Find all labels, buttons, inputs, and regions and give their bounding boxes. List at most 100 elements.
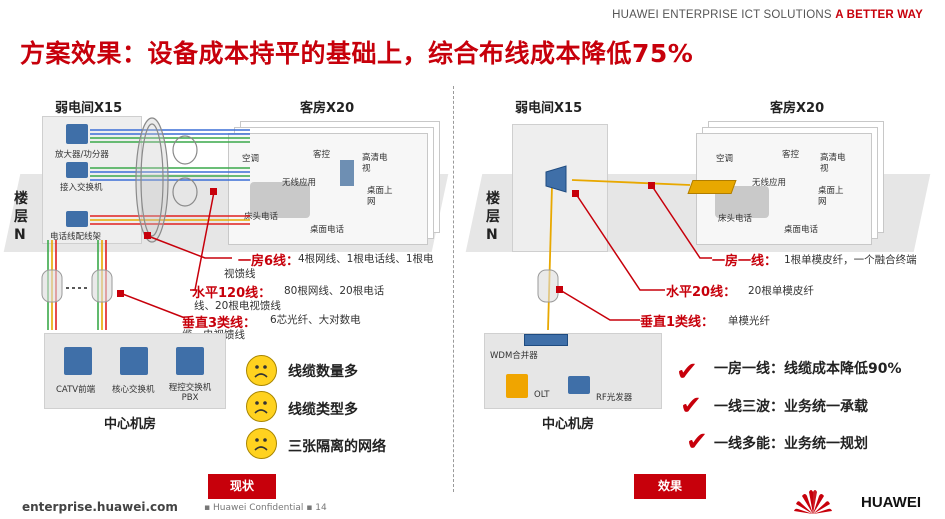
right-callout-vertical-title: 垂直1类线： [640, 315, 715, 330]
right-callout-room-text: 1根单模皮纤，一个融合终端 [784, 254, 917, 266]
right-floor-label: 楼 层 N [486, 190, 502, 244]
left-room-item-wireless: 无线应用 [282, 178, 317, 188]
olt-label: OLT [534, 390, 550, 400]
page-title: 方案效果：设备成本持平的基础上，综合布线成本降低75% [20, 39, 694, 68]
left-floor-label: 楼 层 N [14, 190, 30, 244]
leader-horizontal [190, 191, 215, 291]
leader-vertical [119, 292, 186, 319]
conduit-right [537, 269, 559, 303]
right-room-item-ac: 空调 [716, 154, 734, 164]
left-weak-room-title: 弱电间X15 [55, 101, 123, 116]
fiber-horizontal [571, 179, 691, 186]
rf-transmitter-label: RF光发器 [596, 393, 633, 403]
right-vertical-conduit [537, 269, 559, 303]
right-room-item-hdtv: 高清电视 [820, 153, 846, 174]
header-brand: HUAWEI ENTERPRISE ICT SOLUTIONS A BETTER… [612, 9, 923, 21]
left-vertical-conduits [41, 269, 113, 303]
leader-room [147, 235, 232, 259]
patch-panel-label: 电话线配线架 [50, 232, 102, 242]
bundle-ring-outer [135, 117, 169, 243]
right-callout-dots [556, 182, 655, 293]
left-callout-dots [117, 188, 217, 297]
left-room-item-ac: 空调 [242, 154, 260, 164]
dot-vertical-right [556, 286, 563, 293]
left-room-item-hdtv: 高清电视 [362, 153, 388, 174]
left-callout-horizontal-text: 80根网线、20根电话线、20根电视馈线 [194, 285, 385, 312]
checkmark-icon: ✔ [680, 391, 702, 421]
access-switch-label: 接入交换机 [60, 183, 103, 193]
leader-room-right [651, 185, 712, 259]
right-callout-leaders [559, 185, 712, 321]
left-horizontal-cables [90, 129, 250, 225]
left-room-item-desk-net: 桌面上网 [367, 186, 393, 207]
status-badge-current: 现状 [208, 474, 276, 499]
right-splitter [545, 165, 567, 193]
problem-label-1: 线缆数量多 [288, 364, 358, 380]
left-cable-bundle [135, 117, 198, 243]
right-callout-horizontal-title: 水平20线： [666, 285, 737, 300]
problem-label-3: 三张隔离的网络 [288, 439, 386, 455]
status-badge-effect: 效果 [634, 474, 706, 499]
panel-divider [453, 86, 454, 492]
right-callout-room-title: 一房一线： [712, 254, 778, 269]
core-switch-icon [120, 347, 148, 375]
dot-room-right [648, 182, 655, 189]
footer-confidential: ▪ Huawei Confidential ▪ 14 [204, 503, 327, 513]
right-callout-vertical-text: 单模光纤 [728, 315, 770, 327]
right-floor-char-1: 楼 [486, 191, 500, 207]
left-callout-room-text: 4根网线、1根电话线、1根电视馈线 [224, 253, 434, 280]
sad-face-icon [246, 428, 277, 459]
conduit-2 [91, 269, 113, 303]
core-switch-label: 核心交换机 [112, 385, 155, 395]
brand-tagline: A BETTER WAY [835, 9, 923, 21]
right-room-item-desk-phone: 桌面电话 [784, 225, 819, 235]
splitter-icon [545, 165, 567, 193]
pbx-label: 程控交换机PBX [168, 383, 212, 403]
left-floor-char-2: 层 [14, 209, 28, 225]
checkmark-icon: ✔ [686, 427, 708, 457]
left-room-tv [340, 160, 354, 186]
fiber-vertical [547, 185, 553, 331]
cable-coil-2 [172, 177, 198, 207]
catv-icon [64, 347, 92, 375]
huawei-logo-icon [794, 490, 832, 514]
rf-transmitter-icon [568, 376, 590, 394]
right-weak-room-title: 弱电间X15 [515, 101, 583, 116]
left-callout-vertical-title: 垂直3类线： [182, 316, 257, 331]
brand-name: HUAWEI ENTERPRISE ICT SOLUTIONS [612, 9, 832, 21]
conduit-1 [41, 269, 63, 303]
footer-confidential-text: Huawei Confidential [212, 503, 304, 513]
wdm-combiner-label: WDM合并器 [490, 351, 538, 361]
footer-sep-2: ▪ [303, 503, 316, 513]
cable-coil-1 [172, 135, 198, 165]
right-room-item-bedside-phone: 床头电话 [718, 214, 753, 224]
left-callout-horizontal-title: 水平120线： [192, 286, 272, 301]
right-floor-char-3: N [486, 227, 498, 243]
dot-horizontal-right [572, 190, 579, 197]
left-floor-char-1: 楼 [14, 191, 28, 207]
right-callout-horizontal-text: 20根单模皮纤 [748, 285, 814, 297]
access-switch-device [66, 162, 88, 178]
dot-room [144, 232, 151, 239]
left-room-item-desk-phone: 桌面电话 [310, 225, 345, 235]
bundle-ring-inner [140, 123, 164, 237]
leader-horizontal-right [575, 193, 665, 291]
pbx-icon [176, 347, 204, 375]
patch-panel-device [66, 211, 88, 227]
benefit-label-3: 一线多能：业务统一规划 [714, 436, 868, 452]
right-room-item-desk-net: 桌面上网 [818, 186, 844, 207]
right-room-item-wireless: 无线应用 [752, 178, 787, 188]
right-floor-char-2: 层 [486, 209, 500, 225]
amplifier-label: 放大器/功分器 [55, 150, 109, 160]
left-room-item-control: 客控 [313, 150, 331, 160]
footer-sep-1: ▪ [204, 503, 213, 513]
catv-label: CATV前端 [56, 385, 96, 395]
olt-icon [506, 374, 528, 398]
sad-face-icon [246, 391, 277, 422]
right-room-item-control: 客控 [782, 150, 800, 160]
footer-page-number: 14 [315, 503, 327, 513]
dot-horizontal [210, 188, 217, 195]
dot-vertical [117, 290, 124, 297]
